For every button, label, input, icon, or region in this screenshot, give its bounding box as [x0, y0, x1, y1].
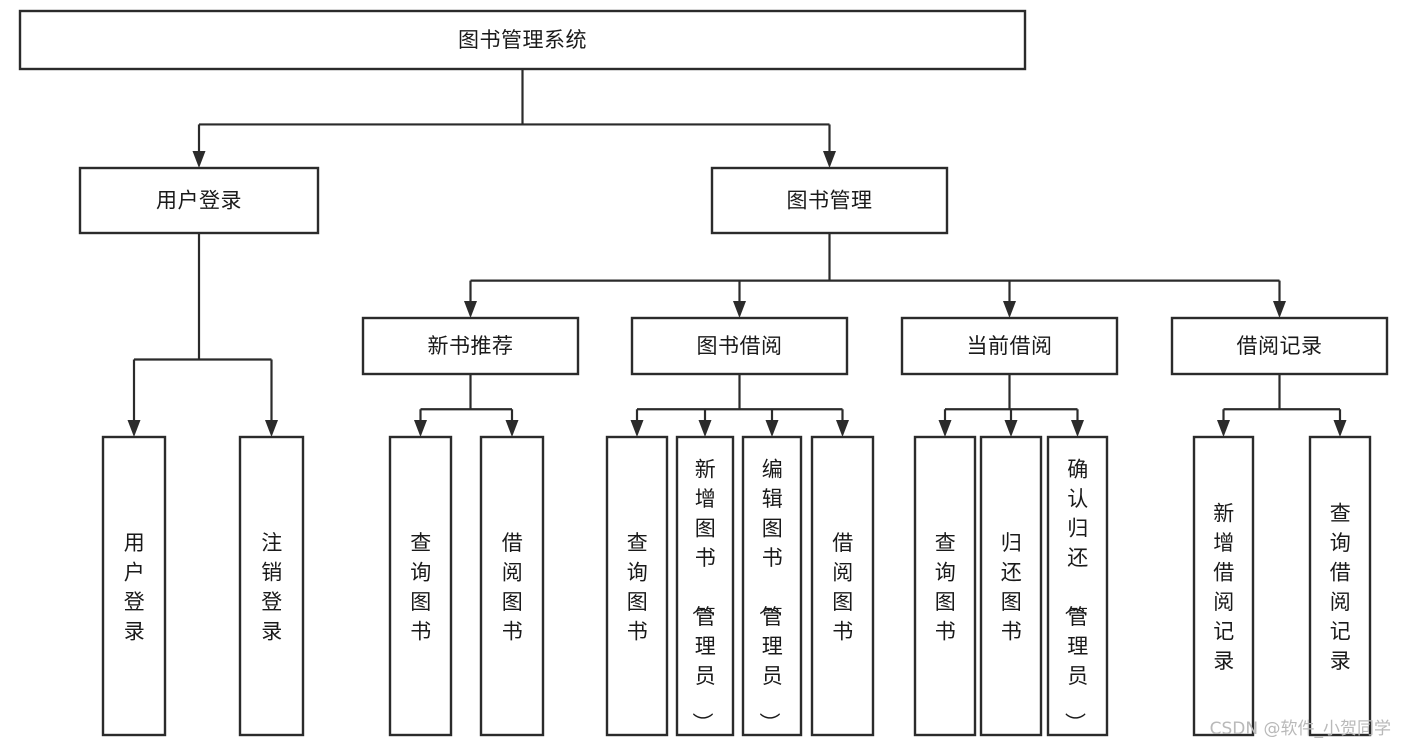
node-box: [388, 435, 453, 737]
node-borrow-record[interactable]: 借阅记录: [1170, 316, 1389, 376]
node-leaf-bb-query[interactable]: 查询图书: [605, 435, 669, 737]
node-box: [710, 166, 949, 235]
node-box: [1170, 316, 1389, 376]
node-box: [913, 435, 977, 737]
node-leaf-br-query[interactable]: 查询借阅记录: [1308, 435, 1372, 737]
node-label: 用户登录: [124, 531, 146, 644]
node-label: 注销登录: [261, 531, 283, 644]
node-leaf-bb-add[interactable]: 新增图书（管理员）: [675, 435, 735, 737]
node-label: 查询图书: [627, 531, 649, 644]
node-leaf-bb-borrow[interactable]: 借阅图书: [810, 435, 875, 737]
node-box: [675, 435, 735, 737]
connectors-layer: [127, 69, 1347, 437]
node-label: 新书推荐: [428, 334, 514, 358]
node-leaf-rec-query[interactable]: 查询图书: [388, 435, 453, 737]
node-label: 图书借阅: [697, 334, 783, 358]
node-label: 图书管理系统: [458, 28, 587, 52]
node-label: 用户登录: [156, 189, 242, 213]
node-leaf-cb-return[interactable]: 归还图书: [979, 435, 1043, 737]
node-label: 借阅图书: [502, 531, 524, 644]
node-label: 查询图书: [935, 531, 957, 644]
node-box: [18, 9, 1027, 71]
node-label: 确认归还（管理员）: [1062, 457, 1089, 734]
node-label: 借阅图书: [832, 531, 854, 644]
node-leaf-cb-confirm[interactable]: 确认归还（管理员）: [1046, 435, 1109, 737]
node-label: 新增借阅记录: [1213, 502, 1235, 674]
node-user-login[interactable]: 用户登录: [78, 166, 320, 235]
node-box: [78, 166, 320, 235]
node-leaf-br-add[interactable]: 新增借阅记录: [1192, 435, 1255, 737]
node-book-manage[interactable]: 图书管理: [710, 166, 949, 235]
nodes-layer: 图书管理系统用户登录图书管理新书推荐图书借阅当前借阅借阅记录用户登录注销登录查询…: [18, 9, 1389, 737]
node-leaf-cb-query[interactable]: 查询图书: [913, 435, 977, 737]
node-leaf-user-logout[interactable]: 注销登录: [238, 435, 305, 737]
node-label: 新增图书（管理员）: [690, 457, 717, 734]
node-label: 当前借阅: [967, 334, 1053, 358]
node-label: 编辑图书（管理员）: [757, 457, 784, 734]
node-box: [1192, 435, 1255, 737]
node-label: 归还图书: [1001, 531, 1023, 644]
node-label: 借阅记录: [1237, 334, 1323, 358]
node-box: [810, 435, 875, 737]
node-leaf-bb-edit[interactable]: 编辑图书（管理员）: [741, 435, 803, 737]
node-label: 图书管理: [787, 189, 873, 213]
node-leaf-rec-borrow[interactable]: 借阅图书: [479, 435, 545, 737]
node-book-borrow[interactable]: 图书借阅: [630, 316, 849, 376]
node-box: [979, 435, 1043, 737]
node-box: [101, 435, 167, 737]
node-new-book-rec[interactable]: 新书推荐: [361, 316, 580, 376]
node-box: [238, 435, 305, 737]
node-label: 查询借阅记录: [1330, 502, 1352, 674]
node-box: [479, 435, 545, 737]
node-box: [361, 316, 580, 376]
node-current-borrow[interactable]: 当前借阅: [900, 316, 1119, 376]
node-box: [630, 316, 849, 376]
node-box: [741, 435, 803, 737]
node-label: 查询图书: [410, 531, 432, 644]
node-box: [900, 316, 1119, 376]
node-box: [605, 435, 669, 737]
node-box: [1308, 435, 1372, 737]
watermark-label: CSDN @软件_小贺同学: [1209, 719, 1391, 739]
node-leaf-user-login[interactable]: 用户登录: [101, 435, 167, 737]
node-box: [1046, 435, 1109, 737]
node-root[interactable]: 图书管理系统: [18, 9, 1027, 71]
